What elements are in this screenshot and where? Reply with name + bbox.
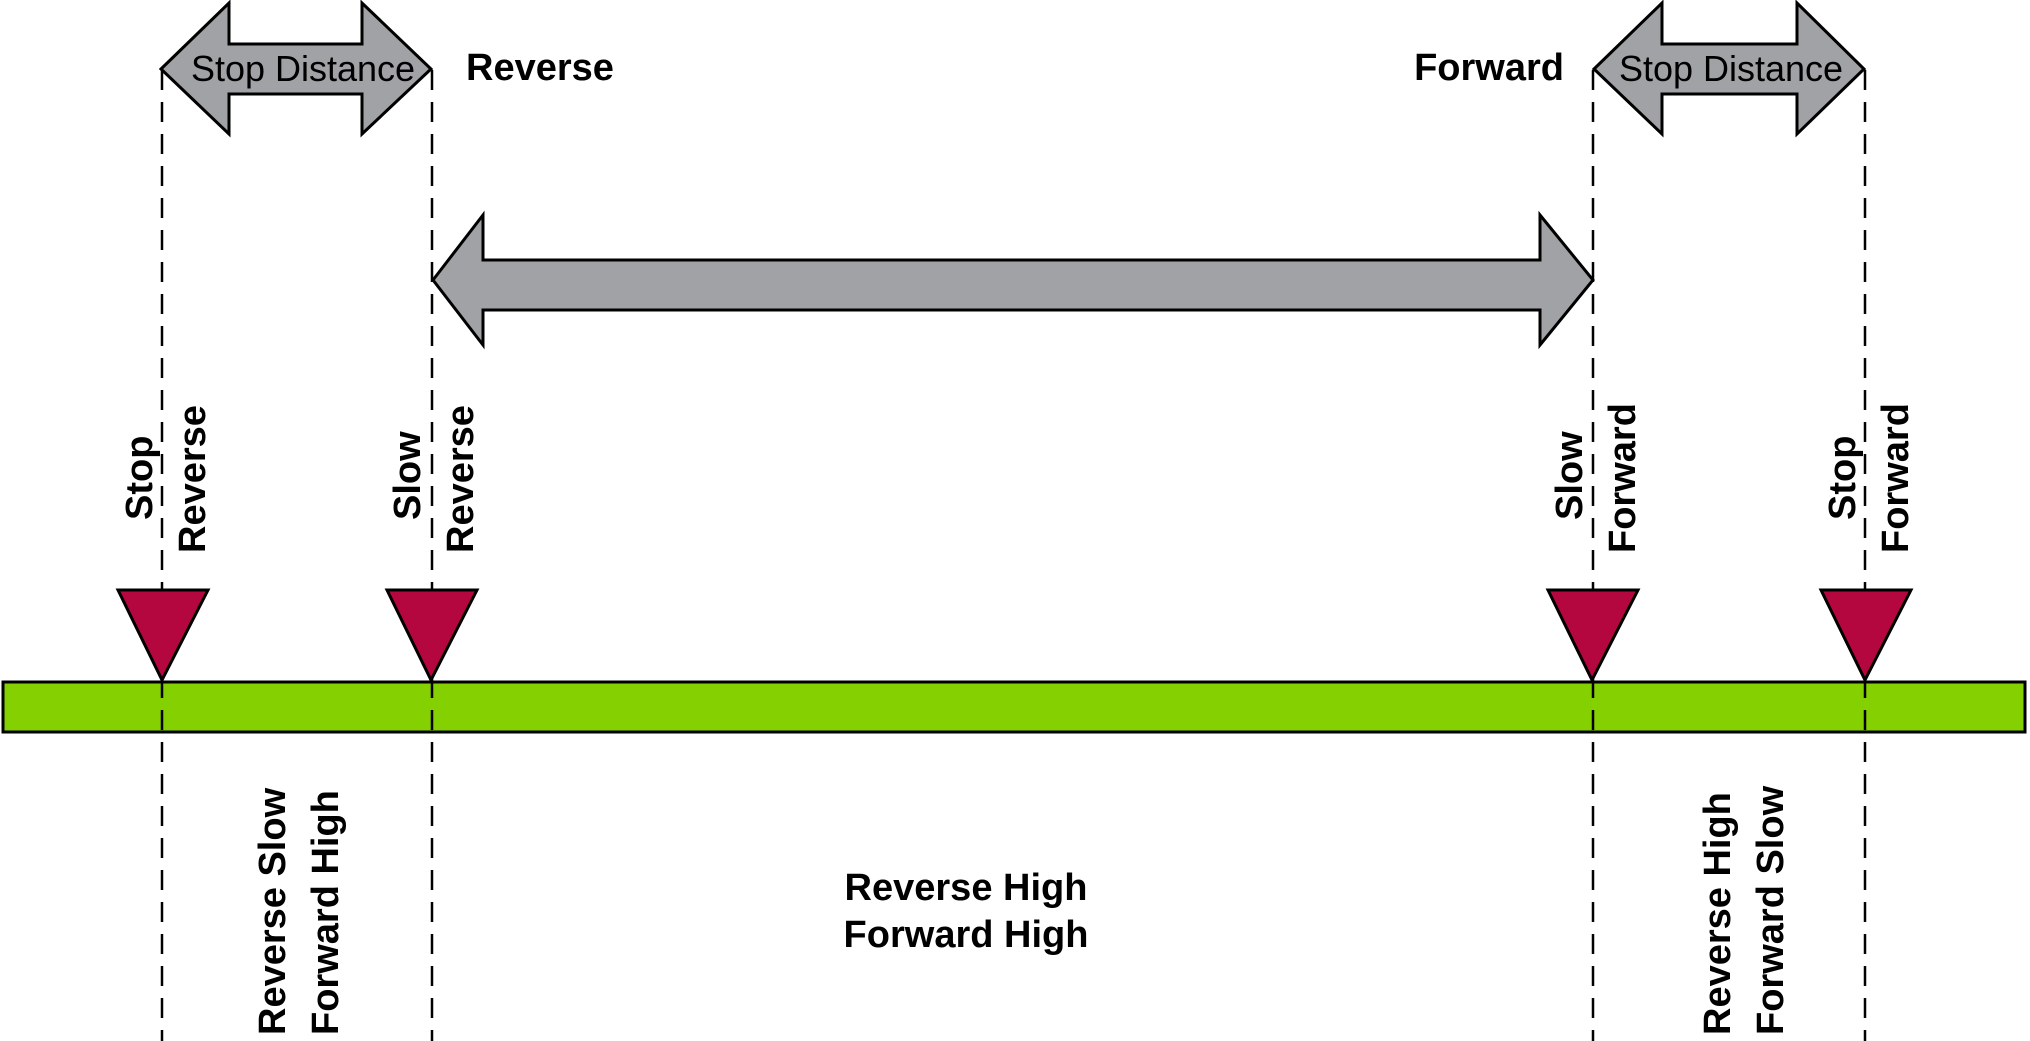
marker-label-line1: Slow [387,431,429,520]
marker-label-slow-reverse: Slow Reverse [387,405,482,553]
marker-label-line2: Reverse [440,405,482,553]
marker-stop-reverse [115,588,211,684]
marker-slow-forward [1545,588,1641,684]
zone-left-line2: Forward High [305,790,347,1035]
marker-slow-reverse [384,588,480,684]
marker-stop-forward [1818,588,1914,684]
reverse-label: Reverse [466,47,614,89]
stop-distance-arrow-right [1591,0,1867,138]
stop-distance-label-left: Stop Distance [191,48,415,89]
zone-left-line1: Reverse Slow [252,787,294,1035]
marker-label-line2: Reverse [172,405,214,553]
zone-label-right: Reverse High Forward Slow [1697,785,1792,1035]
zone-right-line1: Reverse High [1697,792,1739,1035]
marker-label-slow-forward: Slow Forward [1549,403,1644,553]
stop-distance-arrow-left [158,0,434,138]
travel-range-arrow [431,210,1595,350]
zone-center-line1: Reverse High [845,867,1088,909]
marker-label-line1: Slow [1549,431,1591,520]
marker-label-line1: Stop [1822,436,1864,520]
forward-label: Forward [1414,47,1564,89]
boundary-lines [160,70,1867,1041]
zone-right-line2: Forward Slow [1750,785,1792,1035]
stop-distance-label-right: Stop Distance [1619,48,1843,89]
track-bar [1,680,2027,734]
marker-label-line2: Forward [1875,403,1917,553]
marker-label-line2: Forward [1602,403,1644,553]
zone-center-line2: Forward High [844,914,1089,956]
marker-label-stop-forward: Stop Forward [1822,403,1917,553]
marker-label-stop-reverse: Stop Reverse [119,405,214,553]
marker-label-line1: Stop [119,436,161,520]
zone-label-left: Reverse Slow Forward High [252,787,347,1035]
